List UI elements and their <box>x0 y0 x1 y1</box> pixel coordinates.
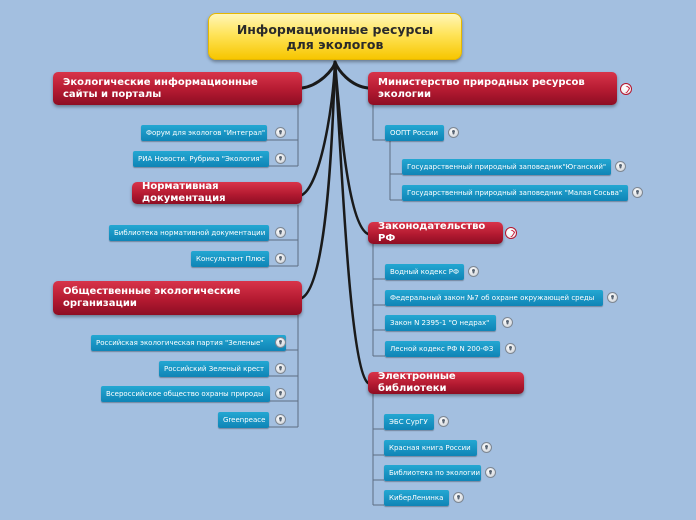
leaf-red-book[interactable]: Красная книга России <box>384 440 477 456</box>
note-icon[interactable] <box>632 187 643 198</box>
leaf-ecology-library[interactable]: Библиотека по экологии <box>384 465 481 481</box>
note-icon[interactable] <box>275 253 286 264</box>
central-topic[interactable]: Информационные ресурсы для экологов <box>208 13 462 60</box>
note-icon[interactable] <box>275 227 286 238</box>
leaf-yugansky-reserve[interactable]: Государственный природный заповедник"Юга… <box>402 159 611 175</box>
note-icon[interactable] <box>615 161 626 172</box>
note-icon[interactable] <box>275 363 286 374</box>
leaf-subsoil-law[interactable]: Закон N 2395-1 "О недрах" <box>385 315 496 331</box>
note-icon[interactable] <box>275 337 286 348</box>
leaf-consultant-plus[interactable]: Консультант Плюс <box>191 251 269 267</box>
leaf-green-cross[interactable]: Российский Зеленый крест <box>159 361 269 377</box>
topic-legislation[interactable]: Законодательство РФ <box>368 221 503 244</box>
topic-ministry[interactable]: Министерство природных ресурсов экологии <box>368 72 617 105</box>
topic-public-orgs[interactable]: Общественные экологические организации <box>53 281 302 315</box>
topic-electronic-libraries[interactable]: Электронные библиотеки <box>368 371 524 394</box>
leaf-forum-integral[interactable]: Форум для экологов "Интеграл" <box>141 125 267 141</box>
leaf-cyberleninka[interactable]: КиберЛенинка <box>384 490 449 506</box>
leaf-malaya-sosva-reserve[interactable]: Государственный природный заповедник "Ма… <box>402 185 628 201</box>
note-icon[interactable] <box>502 317 513 328</box>
note-icon[interactable] <box>468 266 479 277</box>
leaf-greenpeace[interactable]: Greenpeace <box>218 412 269 428</box>
hyperlink-icon[interactable] <box>505 227 517 239</box>
note-icon[interactable] <box>448 127 459 138</box>
leaf-forest-code[interactable]: Лесной кодекс РФ N 200-ФЗ <box>385 341 500 357</box>
note-icon[interactable] <box>453 492 464 503</box>
hyperlink-icon[interactable] <box>620 83 632 95</box>
leaf-nature-society[interactable]: Всероссийское общество охраны природы <box>101 386 270 402</box>
note-icon[interactable] <box>505 343 516 354</box>
leaf-federal-law-7[interactable]: Федеральный закон №7 об охране окружающе… <box>385 290 603 306</box>
note-icon[interactable] <box>485 467 496 478</box>
note-icon[interactable] <box>275 414 286 425</box>
leaf-green-party[interactable]: Российская экологическая партия "Зеленые… <box>91 335 286 351</box>
leaf-water-code[interactable]: Водный кодекс РФ <box>385 264 464 280</box>
note-icon[interactable] <box>275 127 286 138</box>
note-icon[interactable] <box>481 442 492 453</box>
note-icon[interactable] <box>438 416 449 427</box>
leaf-ebs-surgu[interactable]: ЭБС СурГУ <box>384 414 434 430</box>
note-icon[interactable] <box>275 388 286 399</box>
leaf-ria-ecology[interactable]: РИА Новости. Рубрика "Экология" <box>133 151 269 167</box>
topic-normative-docs[interactable]: Нормативная документация <box>132 181 302 204</box>
note-icon[interactable] <box>275 153 286 164</box>
note-icon[interactable] <box>607 292 618 303</box>
leaf-oopt-russia[interactable]: ООПТ России <box>385 125 444 141</box>
leaf-normative-library[interactable]: Библиотека нормативной документации <box>109 225 269 241</box>
topic-eco-sites[interactable]: Экологические информационные сайты и пор… <box>53 72 302 105</box>
